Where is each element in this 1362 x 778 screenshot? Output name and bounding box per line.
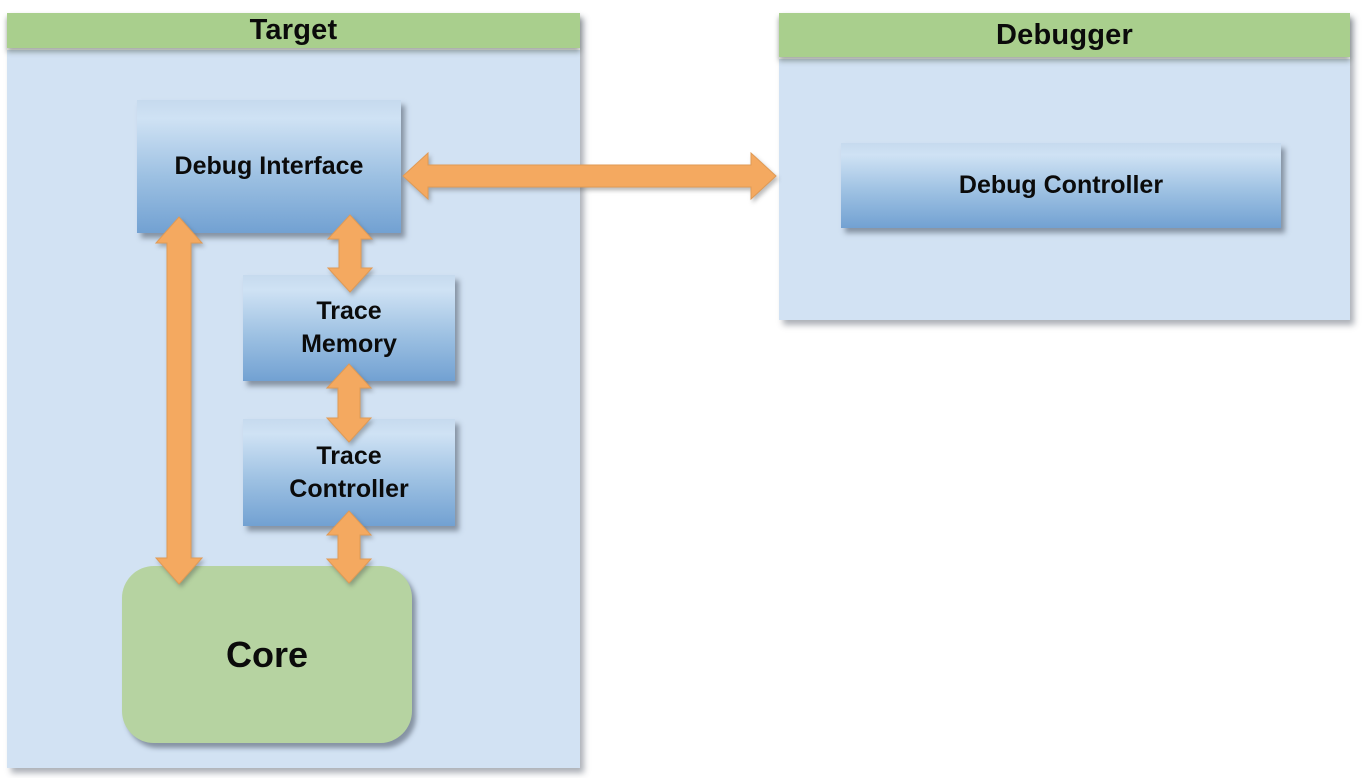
node-trace-memory: Trace Memory <box>243 275 455 381</box>
container-debugger-title: Debugger <box>996 18 1133 51</box>
container-debugger-header: Debugger <box>779 13 1350 57</box>
node-trace-controller: Trace Controller <box>243 419 455 526</box>
container-target-title: Target <box>249 14 338 46</box>
node-debug-interface: Debug Interface <box>137 100 401 233</box>
node-debug-controller: Debug Controller <box>841 143 1281 228</box>
node-core: Core <box>122 566 412 743</box>
container-target-header: Target <box>7 13 580 48</box>
